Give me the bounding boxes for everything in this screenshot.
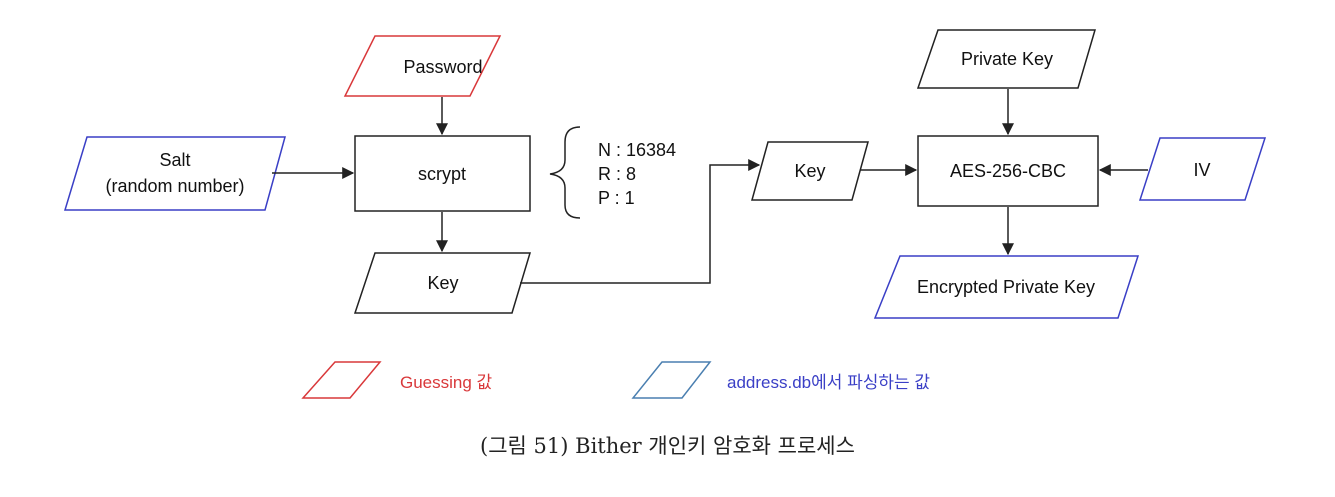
private-key-label: Private Key (961, 49, 1053, 69)
iv-label: IV (1193, 160, 1210, 180)
salt-label: Salt (159, 150, 190, 170)
password-node: Password (343, 35, 502, 97)
scrypt-node: scrypt (354, 135, 531, 212)
salt-node: Salt (random number) (63, 136, 286, 211)
figure-caption: (그림 51) Bither 개인키 암호화 프로세스 (480, 434, 855, 458)
legend-guessing-shape (301, 361, 382, 399)
aes-label: AES-256-CBC (950, 161, 1066, 181)
param-p: P : 1 (598, 188, 635, 208)
params-brace (549, 126, 581, 219)
encrypted-private-key-node: Encrypted Private Key (873, 255, 1140, 319)
key-left-node: Key (353, 252, 532, 314)
aes-node: AES-256-CBC (917, 135, 1099, 207)
encrypted-private-key-label: Encrypted Private Key (917, 277, 1095, 297)
legend-guessing-label: Guessing 값 (400, 373, 493, 392)
flow-diagram: Password Salt (random number) scrypt N :… (63, 29, 1267, 399)
arrow-key-to-key (520, 159, 761, 284)
password-label: Password (403, 57, 482, 77)
key-left-label: Key (427, 273, 458, 293)
iv-node: IV (1138, 137, 1267, 201)
key-mid-node: Key (751, 141, 869, 201)
key-mid-label: Key (794, 161, 825, 181)
salt-sublabel: (random number) (105, 176, 244, 196)
private-key-node: Private Key (916, 29, 1097, 89)
legend: Guessing 값 address.db에서 파싱하는 값 (301, 361, 930, 399)
param-n: N : 16384 (598, 140, 676, 160)
legend-parsed-label: address.db에서 파싱하는 값 (727, 373, 930, 392)
scrypt-label: scrypt (418, 164, 466, 184)
param-r: R : 8 (598, 164, 636, 184)
legend-parsed-shape (631, 361, 712, 399)
